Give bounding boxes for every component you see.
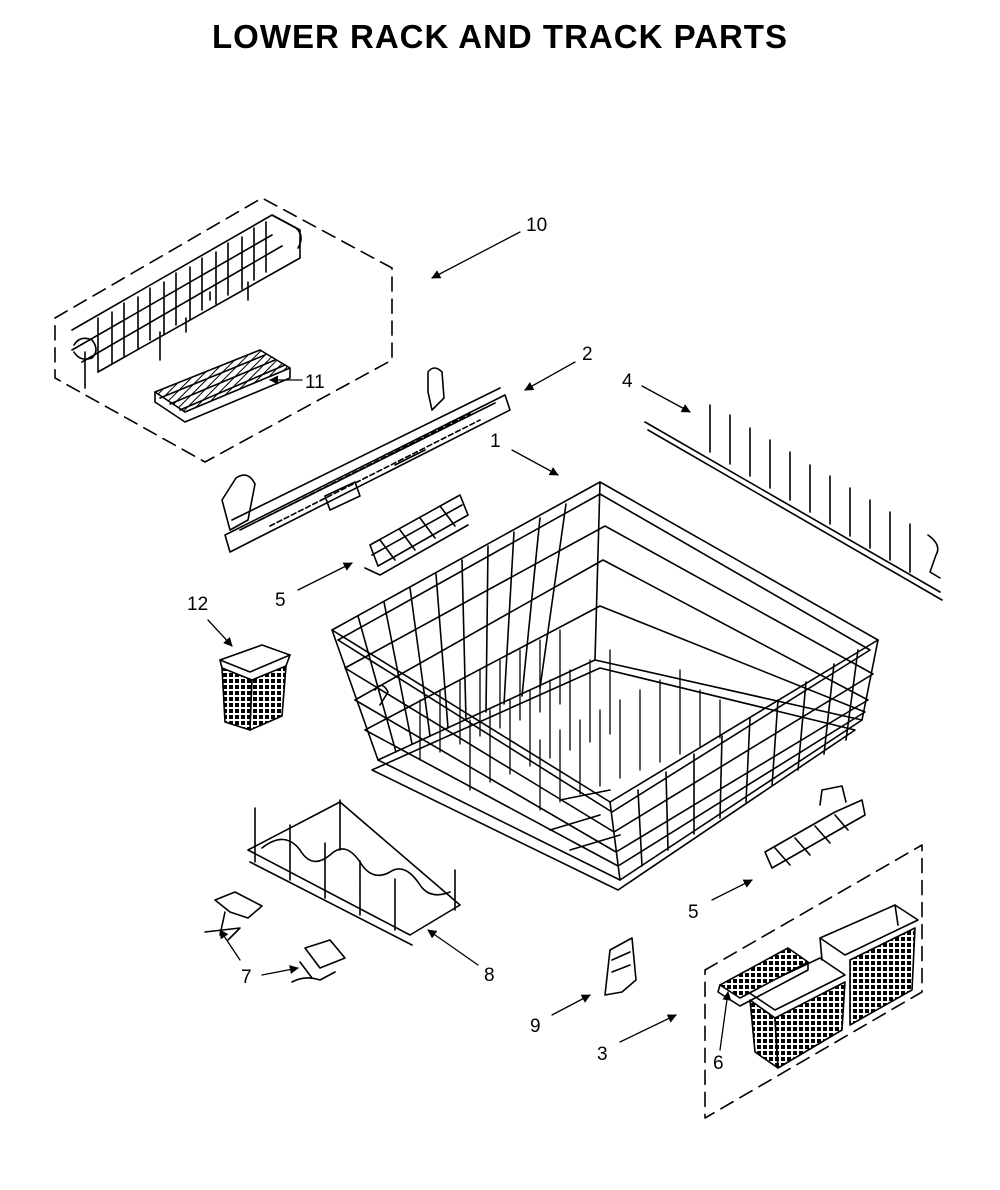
- callout-5-upper: 5: [275, 590, 286, 611]
- part-5-rail-clip-lower: [764, 785, 866, 869]
- callout-2: 2: [582, 344, 593, 365]
- arrow-3: [619, 1014, 677, 1043]
- arrow-9: [551, 994, 591, 1016]
- arrow-8: [427, 929, 479, 966]
- callout-4: 4: [622, 371, 633, 392]
- part-9-clip: [604, 937, 637, 996]
- part-12-small-basket: [219, 644, 291, 731]
- arrow-12: [207, 619, 233, 647]
- callout-12: 12: [187, 594, 208, 615]
- part-2-track-adjuster: [221, 367, 511, 553]
- callout-7: 7: [241, 967, 252, 988]
- arrow-6: [719, 991, 732, 1051]
- arrow-7b: [261, 965, 299, 976]
- arrow-10: [431, 231, 521, 279]
- part-6-basket-lid: [717, 947, 809, 1007]
- part-8-tine-assembly: [247, 799, 461, 946]
- callout-3: 3: [597, 1044, 608, 1065]
- part-4-tine-row: [644, 404, 943, 601]
- arrow-1: [511, 449, 559, 476]
- callout-arrows: [207, 231, 753, 1051]
- part-5-rail-clip-upper: [364, 494, 469, 576]
- part-11-clip: [154, 349, 291, 423]
- arrow-4: [641, 385, 691, 413]
- callout-1: 1: [490, 431, 501, 452]
- part-3-silverware-basket: [704, 844, 923, 1119]
- arrow-5-lower: [711, 879, 753, 901]
- part-10-accessory-rack: [54, 197, 393, 463]
- arrow-2: [524, 361, 576, 391]
- part-7-wheel-clips: [204, 891, 346, 983]
- part-1-lower-rack: [331, 481, 879, 891]
- callout-10: 10: [526, 215, 547, 236]
- callout-9: 9: [530, 1016, 541, 1037]
- callout-11: 11: [305, 372, 325, 393]
- callout-8: 8: [484, 965, 495, 986]
- page-title: LOWER RACK AND TRACK PARTS: [212, 18, 788, 55]
- callout-6: 6: [713, 1053, 724, 1074]
- arrow-7a: [219, 929, 241, 961]
- arrow-5-upper: [297, 562, 353, 591]
- callout-5-lower: 5: [688, 902, 699, 923]
